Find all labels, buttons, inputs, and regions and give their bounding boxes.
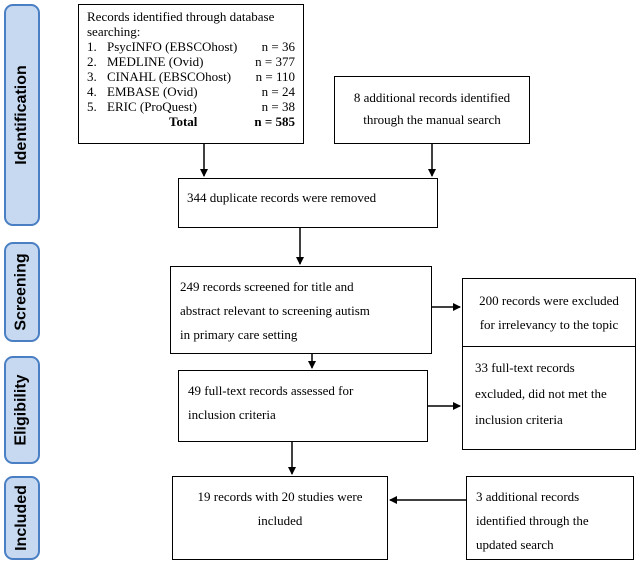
phase-screening: Screening <box>4 242 40 342</box>
source-row: 3. CINAHL (EBSCOhost) n = 110 <box>87 69 295 84</box>
manual-search-line1: 8 additional records identified <box>353 90 511 105</box>
source-row: 1. PsycINFO (EBSCOhost) n = 36 <box>87 39 295 54</box>
excluded1-line2: for irrelevancy to the topic <box>479 317 619 332</box>
screened-line3: in primary care setting <box>180 327 298 342</box>
manual-search-box: 8 additional records identified through … <box>334 76 530 144</box>
total-value: n = 585 <box>254 114 295 129</box>
studies-included-box: 19 records with 20 studies were included <box>172 476 388 560</box>
screened-line2: abstract relevant to screening autism <box>180 303 370 318</box>
excluded-irrelevant-box: 200 records were excluded for irrelevanc… <box>462 278 636 350</box>
source-number: 3. <box>87 69 97 84</box>
source-row: 5. ERIC (ProQuest) n = 38 <box>87 99 295 114</box>
fulltext-line1: 49 full-text records assessed for <box>188 383 354 398</box>
updated-line1: 3 additional records <box>476 489 580 504</box>
excluded-criteria-box: 33 full-text records excluded, did not m… <box>462 346 636 450</box>
source-number: 5. <box>87 99 97 114</box>
source-name: MEDLINE (Ovid) <box>107 54 204 69</box>
source-count: n = 110 <box>255 69 295 84</box>
source-name: ERIC (ProQuest) <box>107 99 197 114</box>
source-count: n = 36 <box>261 39 295 54</box>
records-heading-line1: Records identified through database <box>87 9 275 24</box>
records-screened-box: 249 records screened for title and abstr… <box>170 266 432 354</box>
source-name: PsycINFO (EBSCOhost) <box>107 39 238 54</box>
fulltext-assessed-box: 49 full-text records assessed for inclus… <box>178 370 428 442</box>
updated-search-box: 3 additional records identified through … <box>466 476 634 560</box>
duplicates-text: 344 duplicate records were removed <box>187 190 377 205</box>
included-line2: included <box>257 513 303 528</box>
updated-line2: identified through the <box>476 513 589 528</box>
source-name: CINAHL (EBSCOhost) <box>107 69 232 84</box>
source-number: 2. <box>87 54 97 69</box>
duplicates-removed-box: 344 duplicate records were removed <box>178 178 438 228</box>
excluded2-line1: 33 full-text records <box>475 360 575 375</box>
updated-line3: updated search <box>476 537 554 552</box>
phase-identification: Identification <box>4 4 40 226</box>
manual-search-line2: through the manual search <box>363 112 501 127</box>
excluded2-line3: inclusion criteria <box>475 412 563 427</box>
screened-line1: 249 records screened for title and <box>180 279 354 294</box>
source-row: 4. EMBASE (Ovid) n = 24 <box>87 84 295 99</box>
source-name: EMBASE (Ovid) <box>107 84 198 99</box>
total-row: Total n = 585 <box>87 114 295 129</box>
total-label: Total <box>169 114 198 129</box>
phase-eligibility: Eligibility <box>4 356 40 464</box>
excluded1-line1: 200 records were excluded <box>479 293 619 308</box>
phase-included: Included <box>4 476 40 560</box>
records-heading-line2: searching: <box>87 24 141 39</box>
records-identified-box: Records identified through database sear… <box>78 4 304 144</box>
source-number: 4. <box>87 84 97 99</box>
source-count: n = 38 <box>261 99 295 114</box>
excluded2-line2: excluded, did not met the <box>475 386 607 401</box>
included-line1: 19 records with 20 studies were <box>197 489 363 504</box>
fulltext-line2: inclusion criteria <box>188 407 276 422</box>
source-number: 1. <box>87 39 97 54</box>
source-count: n = 377 <box>255 54 295 69</box>
source-count: n = 24 <box>261 84 295 99</box>
source-row: 2. MEDLINE (Ovid) n = 377 <box>87 54 295 69</box>
